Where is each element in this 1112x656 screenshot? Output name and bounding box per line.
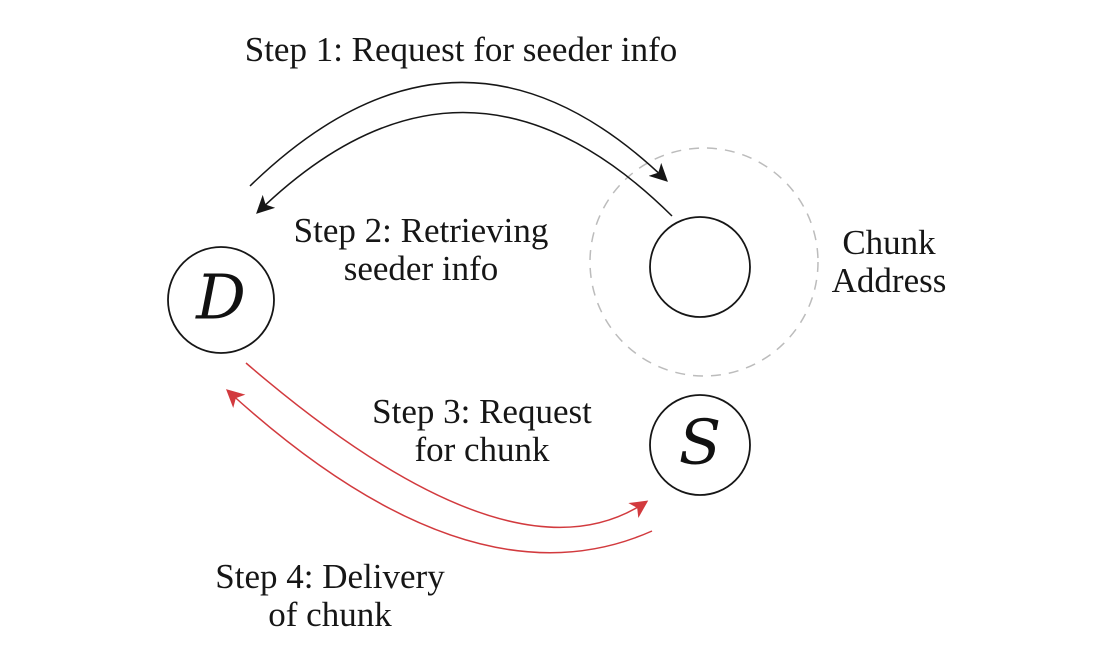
node-d-circle: [167, 246, 275, 354]
step2-label: Step 2: Retrieving seeder info: [294, 212, 549, 288]
step4-arrow: [226, 389, 653, 554]
step3-arrow: [245, 362, 649, 529]
node-s-circle: [649, 394, 751, 496]
chunk-address-label-line1: Chunk: [842, 223, 936, 262]
step4-label-line2: of chunk: [268, 595, 392, 634]
node-s-label: S: [678, 405, 722, 479]
step3-label-line2: for chunk: [414, 430, 550, 469]
step2-label-line1: Step 2: Retrieving: [293, 211, 549, 250]
step4-label-line1: Step 4: Delivery: [215, 557, 445, 596]
chunk-circle: [649, 216, 751, 318]
chunk-address-label: Chunk Address: [832, 224, 947, 300]
step1-arrow: [249, 81, 668, 187]
step3-label-line1: Step 3: Request: [372, 392, 592, 431]
step3-label: Step 3: Request for chunk: [372, 393, 592, 469]
step2-label-line2: seeder info: [343, 249, 499, 288]
step1-label: Step 1: Request for seeder info: [244, 30, 678, 69]
chunk-address-dashed-circle: [589, 147, 819, 377]
step4-label: Step 4: Delivery of chunk: [215, 558, 444, 634]
node-d-label: D: [196, 260, 246, 334]
chunk-address-label-line2: Address: [831, 261, 947, 300]
step2-arrow: [256, 111, 673, 217]
